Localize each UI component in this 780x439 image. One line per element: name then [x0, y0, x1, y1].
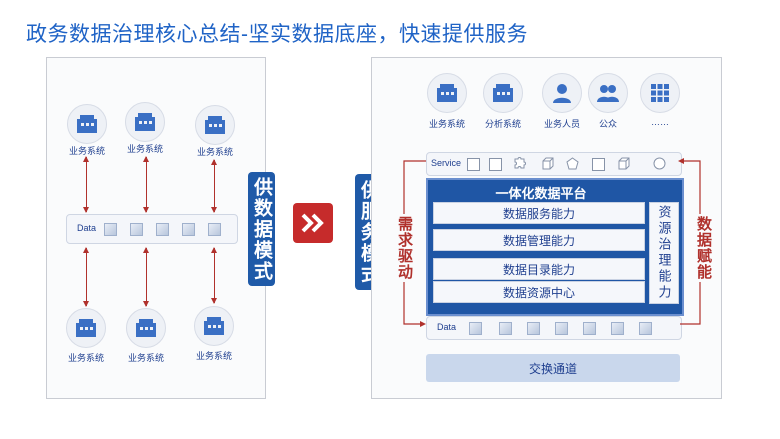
data-label: Data: [77, 223, 97, 233]
system-label: 业务系统: [67, 353, 104, 363]
integrated-data-platform: 一体化数据平台 数据服务能力 数据管理能力 数据目录能力 数据资源中心 资源治理…: [426, 178, 684, 316]
pentagon-shape-icon: [566, 157, 579, 175]
bottom-system-3: 业务系统: [190, 306, 238, 362]
building-icon: [195, 105, 235, 145]
building-icon: [427, 73, 467, 113]
system-label: 业务系统: [68, 146, 105, 156]
data-cube-icon: [555, 322, 568, 335]
data-bar: Data: [66, 214, 238, 244]
grid-icon: [640, 73, 680, 113]
data-cube-icon: [499, 322, 512, 335]
building-icon: [125, 102, 165, 142]
capability-data-resource-center: 数据资源中心: [433, 281, 645, 303]
cube-shape-icon: [541, 157, 554, 175]
data-cube-icon: [156, 223, 169, 236]
bidirectional-arrow: [211, 159, 217, 213]
people-icon: [588, 73, 628, 113]
service-label: Service: [431, 158, 462, 168]
role-label: 公众: [598, 119, 617, 129]
square-shape-icon: [489, 158, 502, 171]
capability-data-management: 数据管理能力: [433, 229, 645, 251]
data-cube-icon: [130, 223, 143, 236]
capability-data-service: 数据服务能力: [433, 202, 645, 224]
building-icon: [194, 306, 234, 346]
capability-resource-governance: 资源治理能力: [649, 202, 679, 304]
demand-driven-label: 需求驱动: [394, 214, 415, 282]
role-public: 公众: [586, 73, 630, 130]
data-cube-icon: [182, 223, 195, 236]
bidirectional-arrow: [83, 156, 89, 213]
service-bar: Service: [426, 152, 682, 176]
circle-shape-icon: [653, 157, 666, 175]
page-title: 政务数据治理核心总结-坚实数据底座，快速提供服务: [26, 23, 528, 46]
bottom-system-1: 业务系统: [62, 308, 110, 364]
data-empowerment-label: 数据赋能: [693, 214, 714, 282]
platform-title: 一体化数据平台: [495, 186, 587, 201]
square-shape-icon: [467, 158, 480, 171]
top-system-3: 业务系统: [193, 105, 237, 158]
system-label: 业务系统: [196, 147, 233, 157]
system-label: 业务系统: [127, 353, 164, 363]
person-icon: [542, 73, 582, 113]
capability-data-catalog: 数据目录能力: [433, 258, 645, 280]
double-chevron-right-icon: [301, 213, 324, 233]
bidirectional-arrow: [143, 156, 149, 213]
square-shape-icon: [592, 158, 605, 171]
building-icon: [126, 308, 166, 348]
bidirectional-arrow: [83, 247, 89, 307]
system-label: 业务系统: [195, 351, 232, 361]
role-label: ……: [651, 117, 669, 127]
role-label: 业务系统: [428, 119, 465, 129]
role-label: 业务人员: [543, 119, 580, 129]
building-icon: [67, 104, 107, 144]
data-supply-mode-label: 供数据模式: [248, 172, 275, 286]
role-analysis-system: 分析系统: [481, 73, 525, 130]
system-label: 业务系统: [126, 144, 163, 154]
cube-shape-icon: [617, 157, 630, 175]
top-system-2: 业务系统: [123, 102, 167, 155]
exchange-channel: 交换通道: [426, 354, 680, 382]
data-cube-icon: [639, 322, 652, 335]
building-icon: [483, 73, 523, 113]
bidirectional-arrow: [143, 247, 149, 307]
data-cube-icon: [527, 322, 540, 335]
puzzle-shape-icon: [513, 157, 526, 175]
top-system-1: 业务系统: [65, 104, 109, 157]
bidirectional-arrow: [211, 247, 217, 304]
data-bar: Data: [426, 316, 682, 340]
data-label: Data: [437, 322, 457, 332]
data-cube-icon: [104, 223, 117, 236]
role-business-staff: 业务人员: [540, 73, 584, 130]
data-cube-icon: [469, 322, 482, 335]
data-cube-icon: [583, 322, 596, 335]
role-business-system: 业务系统: [425, 73, 469, 130]
data-cube-icon: [611, 322, 624, 335]
role-label: 分析系统: [484, 119, 521, 129]
building-icon: [66, 308, 106, 348]
data-cube-icon: [208, 223, 221, 236]
bottom-system-2: 业务系统: [122, 308, 170, 364]
transition-button[interactable]: [293, 203, 333, 243]
role-more: ……: [638, 73, 682, 127]
